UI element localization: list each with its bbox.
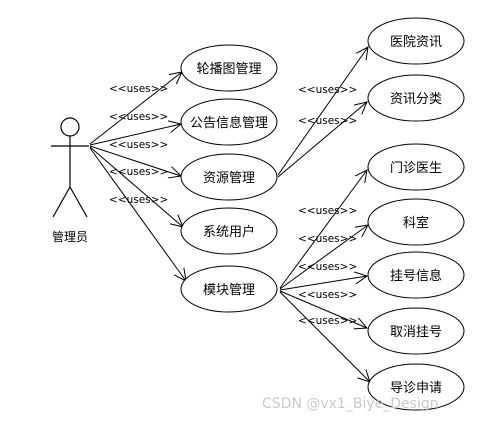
edge-admin-carousel (89, 72, 182, 145)
uses-label: <<uses>> (109, 111, 168, 123)
edge-admin-notice (89, 124, 181, 146)
actor-label: 管理员 (52, 229, 88, 244)
usecase-carousel (180, 44, 278, 92)
watermark: CSDN @vx1_Biye_Design (262, 396, 439, 412)
usecase-cancel-registration (367, 307, 465, 355)
edge-module-registration (279, 276, 367, 291)
usecase-hospital-news-label: 医院资讯 (390, 35, 442, 50)
uses-label: <<uses>> (298, 315, 357, 327)
usecase-carousel-label: 轮播图管理 (196, 62, 261, 77)
actor-admin (51, 117, 89, 218)
usecase-news-category-label: 资讯分类 (390, 92, 442, 107)
usecase-department (367, 198, 465, 246)
uses-label: <<uses>> (298, 115, 357, 127)
usecase-module-label: 模块管理 (203, 283, 255, 298)
usecase-notice-label: 公告信息管理 (190, 115, 268, 131)
edge-resource-news-category (277, 102, 367, 178)
actor-right-leg (69, 186, 88, 218)
usecase-system-user-label: 系统用户 (203, 224, 255, 240)
usecase-notice (180, 98, 278, 146)
edge-module-outpatient-doctor (279, 170, 367, 289)
uses-label: <<uses>> (298, 84, 357, 96)
edge-admin-system-user (89, 146, 183, 227)
usecase-department-label: 科室 (403, 215, 429, 231)
usecase-cancel-registration-label: 取消挂号 (390, 325, 442, 340)
usecase-hospital-news (367, 17, 465, 65)
usecase-registration-label: 挂号信息 (390, 268, 442, 284)
uses-label: <<uses>> (298, 233, 357, 245)
usecase-system-user (180, 207, 278, 255)
edge-resource-hospital-news (277, 47, 368, 176)
uses-label: <<uses>> (109, 83, 168, 95)
uses-label: <<uses>> (109, 194, 168, 206)
edge-module-cancel-registration (279, 290, 367, 328)
uses-label: <<uses>> (298, 261, 357, 273)
usecase-registration (367, 251, 465, 299)
usecase-module (180, 265, 278, 313)
usecase-resource (180, 153, 278, 201)
edge-admin-module (89, 147, 186, 281)
usecase-outpatient-doctor-label: 门诊医生 (390, 161, 442, 176)
actor-head (60, 117, 80, 137)
usecase-outpatient-doctor (367, 143, 465, 191)
usecase-triage-request (367, 363, 465, 411)
uses-label: <<uses>> (109, 166, 168, 178)
usecase-triage-request-label: 导诊申请 (390, 381, 442, 396)
usecase-resource-label: 资源管理 (203, 171, 255, 186)
edge-module-department (279, 225, 368, 290)
uses-label: <<uses>> (298, 289, 357, 301)
actor-left-leg (52, 186, 71, 218)
uses-label: <<uses>> (109, 139, 168, 151)
uses-label: <<uses>> (298, 205, 357, 217)
edge-admin-resource (89, 145, 181, 176)
edge-module-triage-request (279, 291, 370, 382)
usecase-news-category (367, 74, 465, 122)
